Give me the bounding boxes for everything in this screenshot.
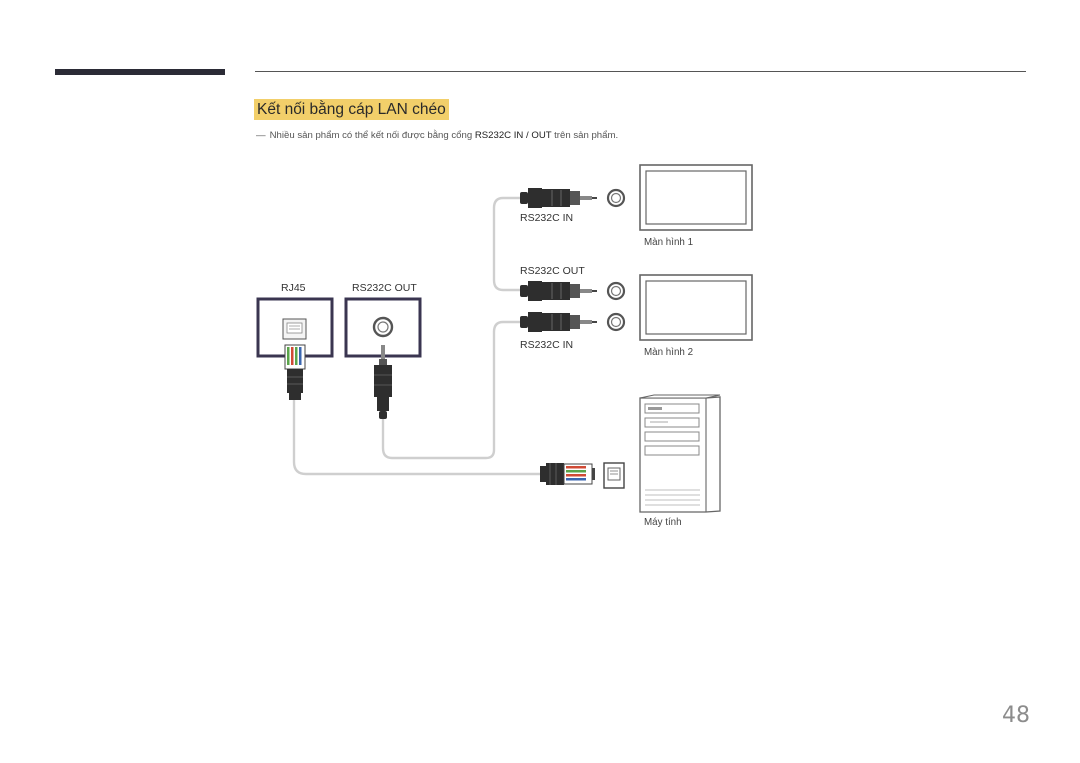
jack-socket-top bbox=[606, 188, 626, 208]
note-text: ―Nhiều sản phẩm có thể kết nối được bằng… bbox=[256, 130, 618, 141]
label-monitor-2: Màn hình 2 bbox=[644, 347, 693, 358]
cables bbox=[292, 196, 542, 476]
lan-port-pc-icon bbox=[603, 462, 625, 489]
stereo-plug-middle bbox=[520, 281, 597, 301]
section-marker-bar bbox=[55, 69, 225, 75]
label-rs232c-in-top: RS232C IN bbox=[520, 212, 573, 224]
label-rs232c-out-middle: RS232C OUT bbox=[520, 265, 585, 277]
label-computer: Máy tính bbox=[644, 517, 682, 528]
note-text-after: trên sản phẩm. bbox=[551, 130, 619, 141]
section-title: Kết nối bằng cáp LAN chéo bbox=[254, 99, 449, 120]
monitor-1-icon bbox=[639, 164, 753, 231]
cable-lan bbox=[292, 398, 542, 476]
monitor-2-icon bbox=[639, 274, 753, 341]
note-port-out: OUT bbox=[531, 130, 552, 141]
label-rs232c-in-bottom: RS232C IN bbox=[520, 339, 573, 351]
stereo-plug-top bbox=[520, 188, 597, 208]
cable-bottom-jack-to-pc bbox=[381, 320, 522, 460]
label-rj45: RJ45 bbox=[281, 282, 306, 294]
note-text-before: Nhiều sản phẩm có thể kết nối được bằng … bbox=[269, 130, 475, 141]
jack-socket-bottom bbox=[606, 312, 626, 332]
note-separator: / bbox=[523, 130, 532, 141]
stereo-plug-left bbox=[374, 345, 392, 419]
note-dash: ― bbox=[256, 130, 266, 141]
label-rs232c-out-left: RS232C OUT bbox=[352, 282, 417, 294]
cable-top-jack-loop bbox=[492, 196, 522, 292]
stereo-plug-bottom bbox=[520, 312, 597, 332]
note-port-in: RS232C IN bbox=[474, 130, 524, 141]
pc-tower-icon bbox=[639, 394, 721, 513]
rj45-plug-left bbox=[284, 344, 306, 400]
lan-plug-pc-side bbox=[540, 463, 595, 485]
label-monitor-1: Màn hình 1 bbox=[644, 237, 693, 248]
jack-socket-middle bbox=[606, 281, 626, 301]
page-number: 48 bbox=[1002, 703, 1030, 728]
header-rule bbox=[255, 71, 1026, 72]
